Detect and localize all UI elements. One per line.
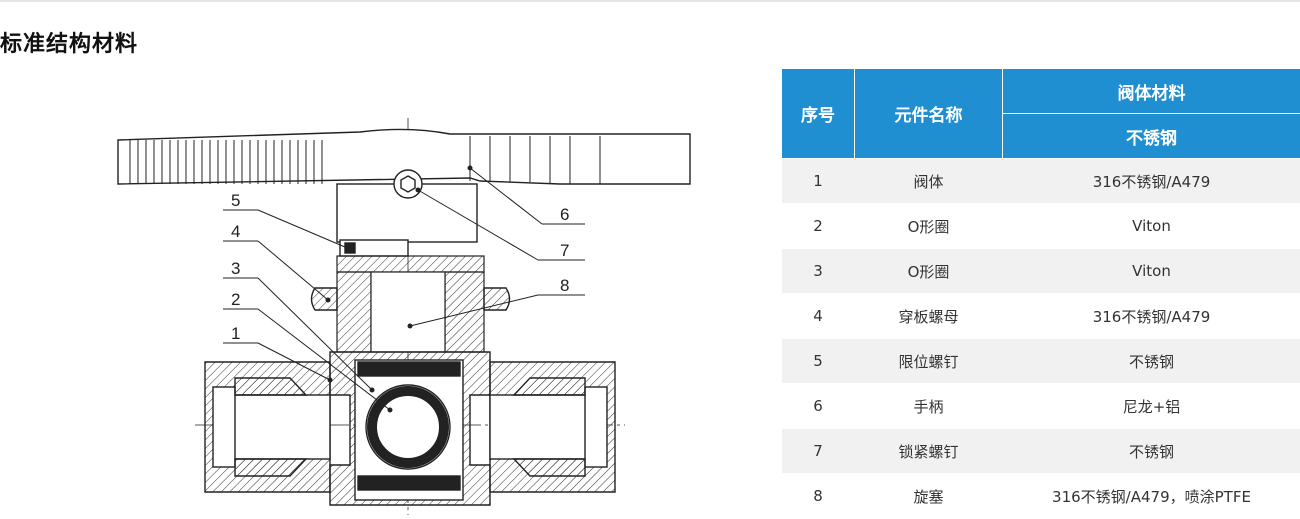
row-part: 手柄 <box>855 384 1003 429</box>
callout-5: 5 <box>231 191 240 210</box>
callout-6: 6 <box>560 205 569 224</box>
callout-7: 7 <box>560 241 569 260</box>
row-material: 尼龙+铝 <box>1003 384 1300 429</box>
row-part: O形圈 <box>855 204 1003 249</box>
callout-1: 1 <box>231 324 240 343</box>
material-table: 序号 元件名称 阀体材料 不锈钢 1 阀体 316不锈钢/A479 2 O形圈 … <box>781 68 1300 519</box>
header-material-type: 不锈钢 <box>1003 114 1300 159</box>
row-part: 穿板螺母 <box>855 294 1003 339</box>
row-part: 旋塞 <box>855 474 1003 519</box>
callout-3: 3 <box>231 259 240 278</box>
row-material: 不锈钢 <box>1003 429 1300 474</box>
callout-2: 2 <box>231 290 240 309</box>
row-part: O形圈 <box>855 249 1003 294</box>
table-row: 3 O形圈 Viton <box>782 249 1300 294</box>
right-fitting <box>490 362 615 492</box>
row-no: 5 <box>782 339 855 384</box>
row-no: 1 <box>782 159 855 204</box>
table-row: 1 阀体 316不锈钢/A479 <box>782 159 1300 204</box>
row-material: Viton <box>1003 249 1300 294</box>
row-material: 不锈钢 <box>1003 339 1300 384</box>
row-part: 阀体 <box>855 159 1003 204</box>
row-material: 316不锈钢/A479，喷涂PTFE <box>1003 474 1300 519</box>
valve-cross-section-diagram: 5 4 3 2 1 6 7 8 <box>0 0 770 515</box>
plug-bore <box>366 385 450 469</box>
header-material-group: 阀体材料 <box>1003 69 1300 114</box>
row-no: 2 <box>782 204 855 249</box>
row-material: Viton <box>1003 204 1300 249</box>
row-no: 6 <box>782 384 855 429</box>
table-row: 5 限位螺钉 不锈钢 <box>782 339 1300 384</box>
row-no: 8 <box>782 474 855 519</box>
row-no: 4 <box>782 294 855 339</box>
header-part-name: 元件名称 <box>855 69 1003 159</box>
table-row: 8 旋塞 316不锈钢/A479，喷涂PTFE <box>782 474 1300 519</box>
header-index: 序号 <box>782 69 855 159</box>
table-row: 6 手柄 尼龙+铝 <box>782 384 1300 429</box>
left-fitting <box>205 362 330 492</box>
table-row: 7 锁紧螺钉 不锈钢 <box>782 429 1300 474</box>
row-no: 7 <box>782 429 855 474</box>
row-part: 锁紧螺钉 <box>855 429 1003 474</box>
row-no: 3 <box>782 249 855 294</box>
threaded-bonnet <box>337 256 484 352</box>
row-part: 限位螺钉 <box>855 339 1003 384</box>
row-material: 316不锈钢/A479 <box>1003 294 1300 339</box>
table-row: 4 穿板螺母 316不锈钢/A479 <box>782 294 1300 339</box>
callout-8: 8 <box>560 276 569 295</box>
row-material: 316不锈钢/A479 <box>1003 159 1300 204</box>
callout-4: 4 <box>231 222 240 241</box>
lock-screw <box>394 170 422 198</box>
table-row: 2 O形圈 Viton <box>782 204 1300 249</box>
